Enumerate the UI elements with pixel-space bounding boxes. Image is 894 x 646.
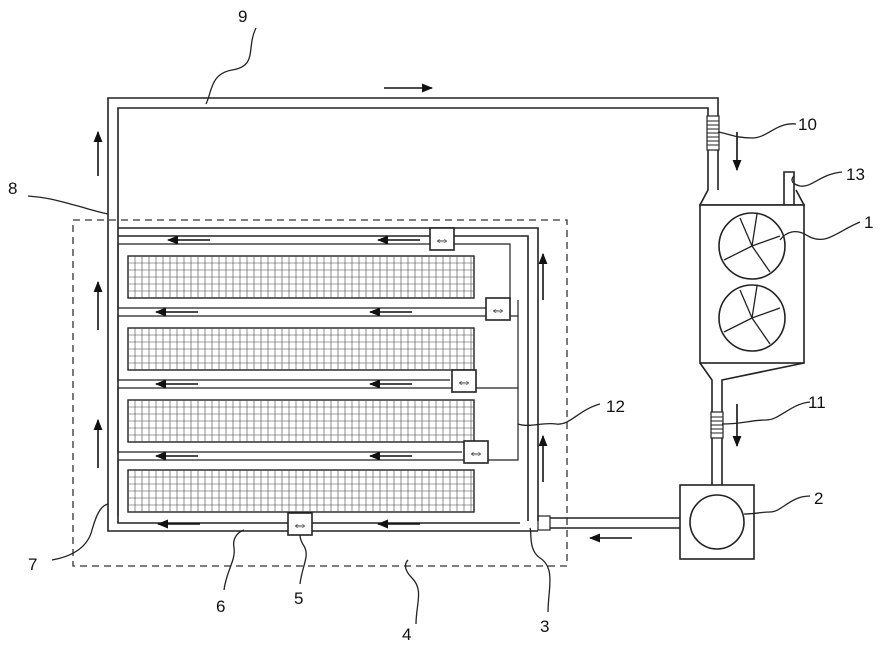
valve-icon: ⇔: [288, 513, 312, 535]
filter-upper: [707, 116, 719, 150]
svg-text:⇔: ⇔: [468, 443, 485, 462]
label-3: 3: [540, 617, 549, 636]
label-13: 13: [846, 165, 865, 184]
compressor: [680, 485, 754, 559]
valve-icon: ⇔: [464, 441, 488, 463]
return-pipe: [108, 98, 718, 216]
supply-pipe: [538, 516, 680, 530]
compressor-feed-pipe: [711, 400, 723, 485]
condenser-unit: [700, 190, 804, 400]
label-6: 6: [216, 597, 225, 616]
label-7: 7: [28, 555, 37, 574]
svg-text:⇔: ⇔: [456, 372, 473, 391]
svg-text:⇔: ⇔: [434, 230, 451, 249]
svg-text:⇔: ⇔: [490, 300, 507, 319]
label-2: 2: [814, 489, 823, 508]
label-11: 11: [808, 393, 826, 412]
label-4: 4: [402, 625, 411, 644]
label-9: 9: [238, 7, 247, 26]
valve-icon: ⇔: [452, 370, 476, 392]
label-12: 12: [606, 397, 625, 416]
label-5: 5: [294, 589, 303, 608]
label-8: 8: [8, 179, 17, 198]
valve-icon: ⇔: [486, 298, 510, 320]
valve-icon: ⇔: [430, 228, 454, 250]
label-1: 1: [864, 213, 873, 232]
label-10: 10: [798, 115, 817, 134]
svg-text:⇔: ⇔: [292, 515, 309, 534]
